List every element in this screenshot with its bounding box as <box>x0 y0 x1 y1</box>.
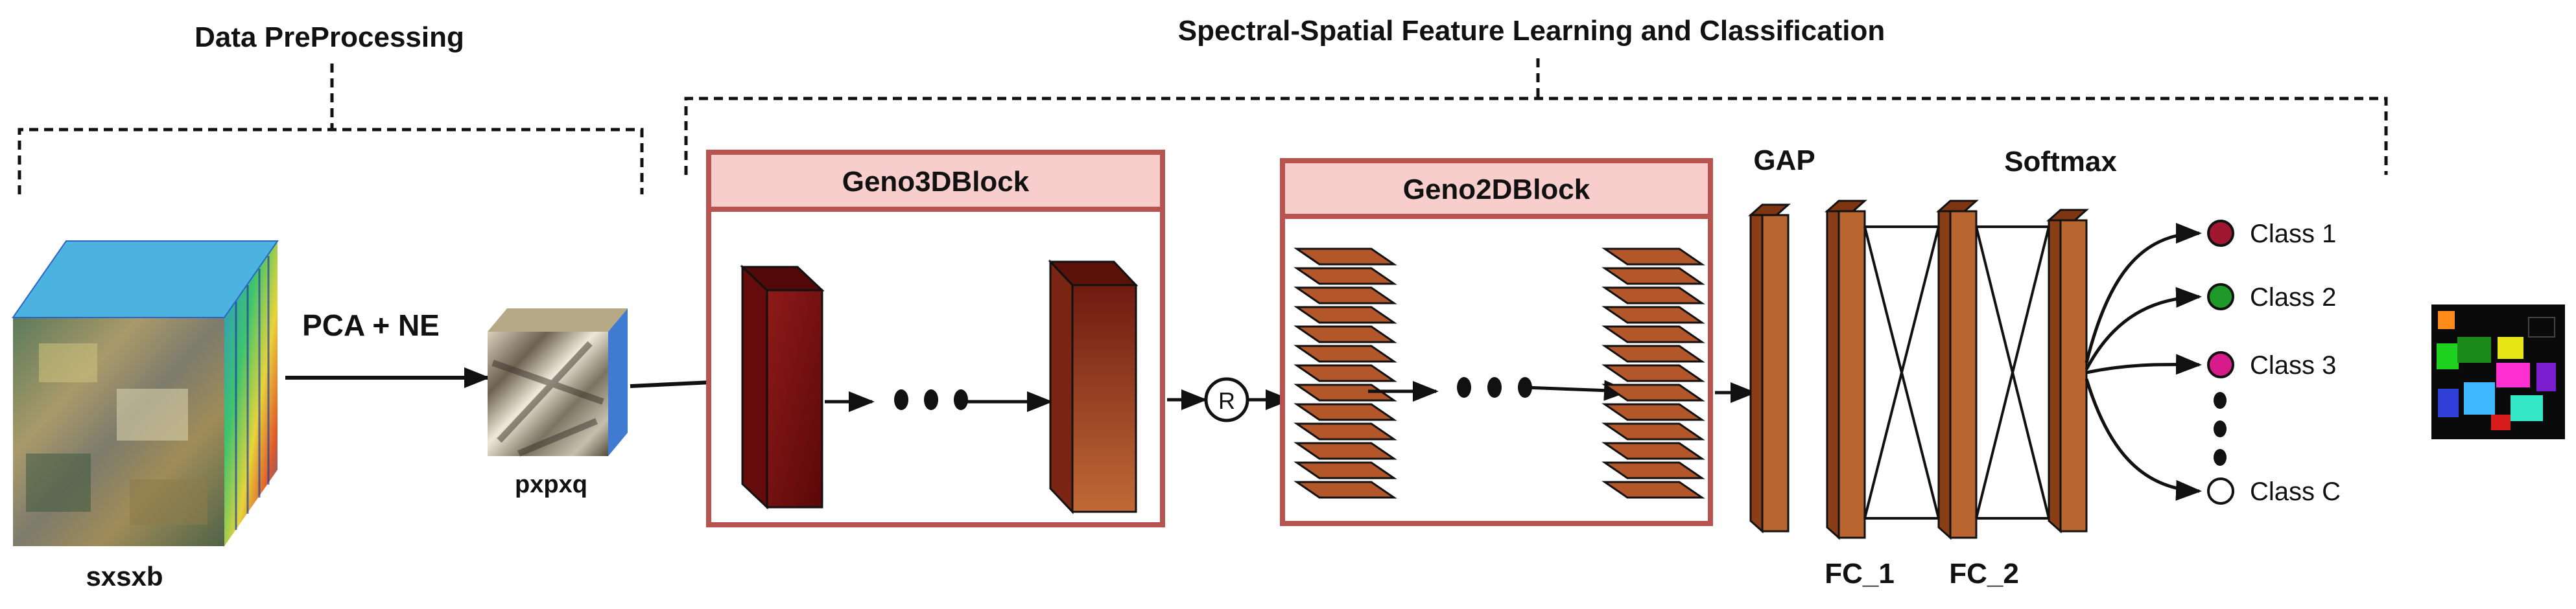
conv3d-last <box>1048 259 1139 514</box>
fc2-label: FC_2 <box>1949 558 2019 590</box>
fc-connections <box>1863 225 2050 520</box>
arrow-2d-b <box>1524 380 1630 401</box>
gap-label: GAP <box>1753 144 1815 176</box>
softmax-layer <box>2046 209 2089 534</box>
hyperspectral-cube <box>12 240 279 546</box>
class-4-label: Class C <box>2250 477 2341 506</box>
conv3d-first <box>740 264 825 510</box>
classification-map <box>2431 304 2565 439</box>
patch-cube <box>488 308 628 457</box>
cube-label: sxsxb <box>86 561 163 592</box>
transform-label: PCA + NE <box>302 308 440 342</box>
class-connections <box>2085 223 2202 501</box>
learning-title: Spectral-Spatial Feature Learning and Cl… <box>1178 15 1885 47</box>
geno3d-title: Geno3DBlock <box>842 166 1030 198</box>
geno2d-title: Geno2DBlock <box>1403 174 1590 205</box>
class-2-label: Class 2 <box>2250 283 2336 312</box>
fc1-label: FC_1 <box>1825 558 1895 590</box>
ellipsis-2d <box>1457 377 1532 398</box>
reshape-symbol: R <box>1218 387 1235 414</box>
preprocessing-title: Data PreProcessing <box>195 21 464 53</box>
class-4-node <box>2207 477 2234 505</box>
class-3-node <box>2207 351 2234 378</box>
feature-map-stack-first <box>1294 247 1397 499</box>
learning-bracket <box>684 58 2388 175</box>
class-1-label: Class 1 <box>2250 220 2336 248</box>
feature-map-stack-last <box>1601 247 1705 499</box>
class-2-node <box>2207 283 2234 310</box>
class-list: Class 1 Class 2 Class 3 Class C <box>2207 220 2341 506</box>
softmax-label: Softmax <box>2004 146 2117 178</box>
gap-layer <box>1748 203 1791 534</box>
fc1-layer <box>1825 200 1867 540</box>
fc2-layer <box>1936 200 1979 540</box>
class-1-node <box>2207 220 2234 247</box>
patch-label: pxpxq <box>515 471 587 498</box>
preprocessing-bracket <box>18 63 644 194</box>
ellipsis-classes <box>2214 392 2227 466</box>
ellipsis-3d <box>894 389 968 410</box>
reshape-node <box>1204 377 1249 422</box>
class-3-label: Class 3 <box>2250 351 2336 380</box>
